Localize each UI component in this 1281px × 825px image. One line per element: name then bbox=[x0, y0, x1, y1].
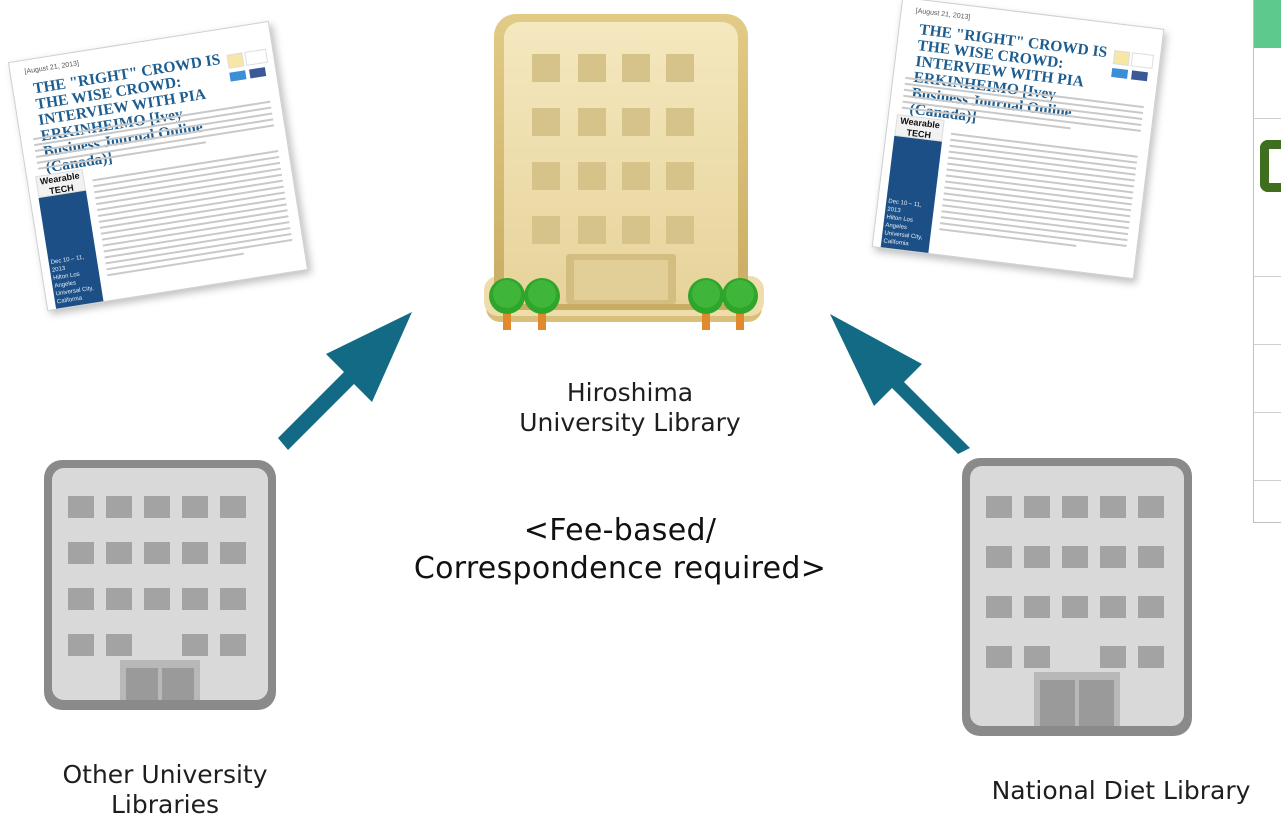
sidebar-event-text: Dec 10 – 11, 2013 Hilton Los Angeles Uni… bbox=[50, 254, 95, 306]
tree-group-left bbox=[489, 278, 560, 330]
panel-divider bbox=[1254, 412, 1281, 413]
panel-divider bbox=[1254, 344, 1281, 345]
panel-divider bbox=[1254, 480, 1281, 481]
article-date: [August 21, 2013] bbox=[915, 7, 971, 22]
panel-divider bbox=[1254, 276, 1281, 277]
arrow-from-national-diet-library bbox=[830, 314, 970, 454]
right-edge-panel bbox=[1253, 0, 1281, 523]
article-clipping-right: [August 21, 2013] THE "RIGHT" CROWD IS T… bbox=[871, 0, 1165, 280]
panel-header-accent bbox=[1254, 0, 1281, 48]
other-university-building-icon bbox=[44, 460, 276, 710]
article-clipping-left: [August 21, 2013] THE "RIGHT" CROWD IS T… bbox=[7, 20, 309, 312]
national-diet-library-label: National Diet Library bbox=[991, 776, 1251, 805]
text-line bbox=[106, 238, 293, 271]
hiroshima-library-label: Hiroshima University Library bbox=[519, 378, 741, 437]
national-diet-library-building-icon bbox=[962, 458, 1192, 736]
hiroshima-library-building-icon bbox=[484, 14, 764, 330]
other-university-libraries-label: Other University Libraries bbox=[62, 760, 268, 819]
fee-based-caption: <Fee-based/ Correspondence required> bbox=[413, 513, 827, 586]
social-share-icons bbox=[226, 47, 271, 87]
sidebar-event-text: Dec 10 – 11, 2013 Hilton Los Angeles Uni… bbox=[883, 198, 923, 248]
social-share-icons bbox=[1111, 48, 1155, 87]
tree-group-right bbox=[688, 278, 758, 330]
panel-bracket-icon bbox=[1260, 140, 1281, 192]
arrow-from-other-libraries bbox=[278, 312, 412, 450]
panel-divider bbox=[1254, 118, 1281, 119]
